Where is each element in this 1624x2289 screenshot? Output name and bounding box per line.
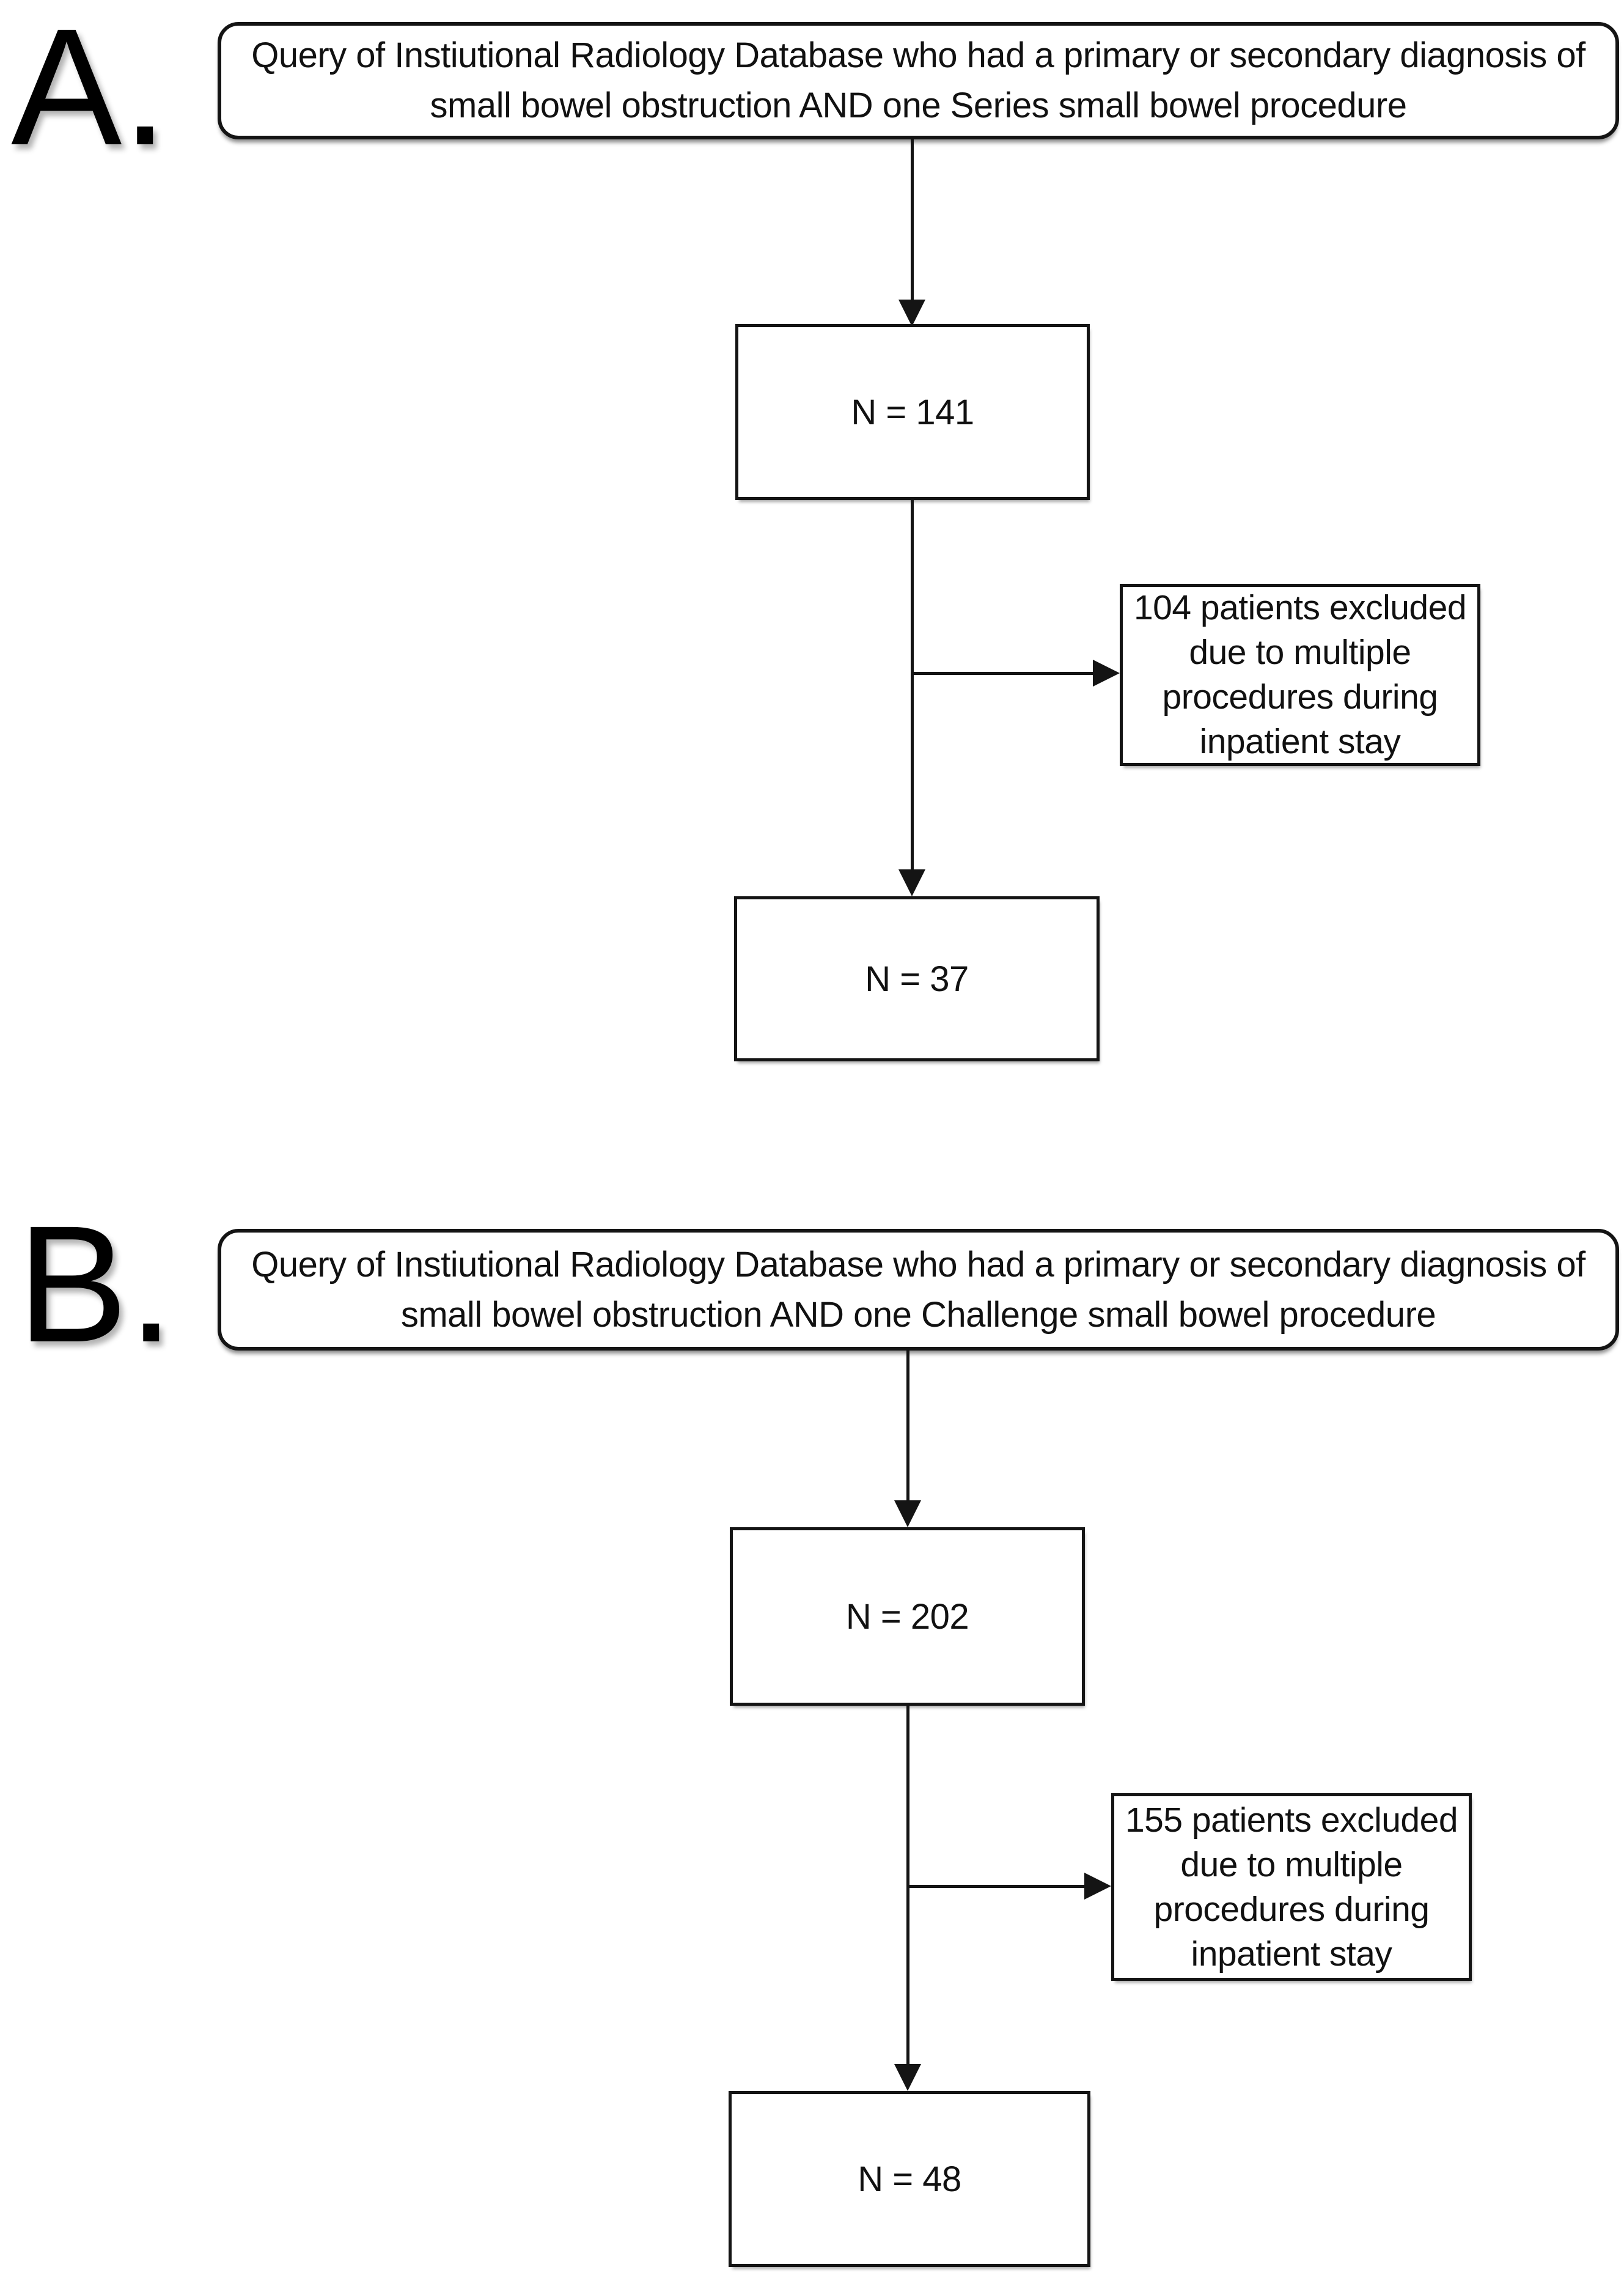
count-text: N = 37 xyxy=(865,959,969,999)
exclusion-text-line: procedures during xyxy=(1162,677,1438,717)
arrowhead-right-icon xyxy=(1084,1873,1111,1900)
section-a-query-box: Query of Instiutional Radiology Database… xyxy=(218,22,1619,139)
arrowhead-down-icon xyxy=(894,1500,921,1527)
connector-line xyxy=(911,500,914,869)
section-a-final-count-box: N = 37 xyxy=(734,896,1100,1061)
query-text-line: Query of Instiutional Radiology Database… xyxy=(251,1244,1585,1285)
section-b-initial-count-box: N = 202 xyxy=(730,1527,1085,1706)
section-a-exclusion-box: 104 patients excluded due to multiple pr… xyxy=(1120,584,1480,766)
arrowhead-down-icon xyxy=(898,869,925,896)
query-text-line: Query of Instiutional Radiology Database… xyxy=(251,35,1585,75)
exclusion-text-line: due to multiple xyxy=(1180,1845,1403,1884)
branch-line xyxy=(908,1885,1084,1888)
query-text-line: small bowel obstruction AND one Series s… xyxy=(430,86,1408,125)
section-b-exclusion-box: 155 patients excluded due to multiple pr… xyxy=(1111,1793,1472,1981)
section-a-label: A. xyxy=(11,0,168,180)
query-text-line: small bowel obstruction AND one Challeng… xyxy=(400,1294,1436,1335)
count-text: N = 202 xyxy=(845,1596,969,1637)
arrowhead-right-icon xyxy=(1093,660,1120,687)
section-a-initial-count-box: N = 141 xyxy=(735,324,1090,500)
arrowhead-down-icon xyxy=(898,300,925,326)
exclusion-text-line: inpatient stay xyxy=(1199,722,1401,761)
branch-line xyxy=(912,672,1093,675)
connector-line xyxy=(911,139,914,300)
arrowhead-down-icon xyxy=(894,2064,921,2091)
section-b-final-count-box: N = 48 xyxy=(729,2091,1090,2267)
exclusion-text-line: 104 patients excluded xyxy=(1133,588,1467,627)
connector-line xyxy=(906,1351,909,1500)
count-text: N = 141 xyxy=(851,392,974,432)
exclusion-text-line: due to multiple xyxy=(1189,633,1411,672)
exclusion-text-line: 155 patients excluded xyxy=(1125,1800,1458,1840)
count-text: N = 48 xyxy=(858,2159,961,2199)
section-b-query-box: Query of Instiutional Radiology Database… xyxy=(218,1229,1619,1351)
section-b-label: B. xyxy=(17,1191,174,1377)
exclusion-text-line: inpatient stay xyxy=(1191,1934,1392,1974)
exclusion-text-line: procedures during xyxy=(1153,1889,1430,1929)
